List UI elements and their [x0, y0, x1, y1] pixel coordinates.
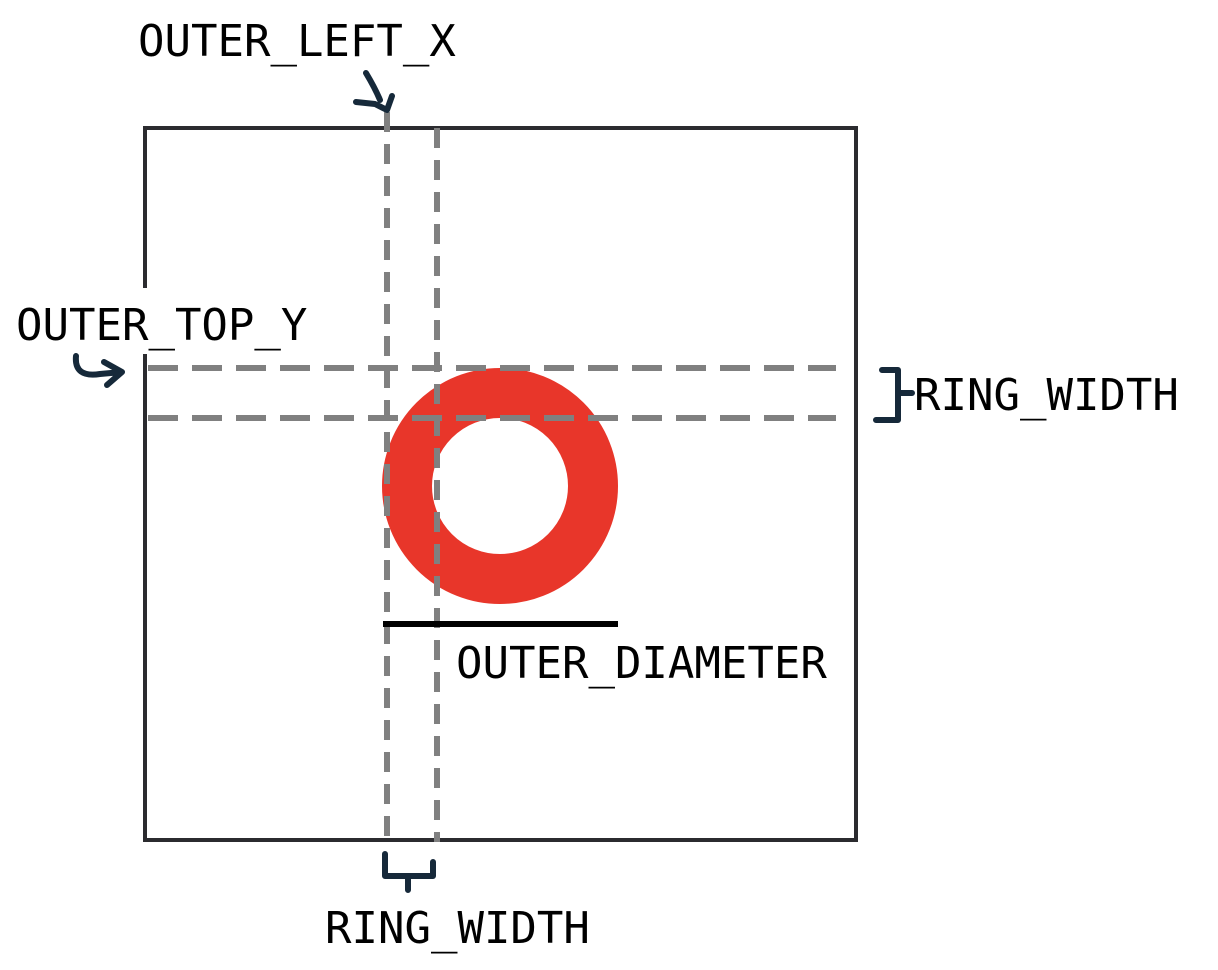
- outer-top-y-label: OUTER_TOP_Y: [16, 300, 307, 351]
- outer-left-x-arrow-icon: [353, 70, 395, 113]
- canvas-frame: [143, 126, 858, 842]
- ring-width-bottom-label: RING_WIDTH: [325, 903, 590, 954]
- outer-top-y-arrow-icon: [72, 353, 125, 388]
- ring-width-right-bracket-icon: [873, 367, 915, 423]
- outer-diameter-label: OUTER_DIAMETER: [456, 638, 827, 689]
- ring-width-bottom-bracket-icon: [382, 851, 436, 893]
- red-ring: [382, 368, 618, 604]
- outer-left-x-label: OUTER_LEFT_X: [138, 16, 456, 67]
- frame-label-gap: [135, 288, 155, 354]
- ring-width-right-label: RING_WIDTH: [914, 370, 1179, 421]
